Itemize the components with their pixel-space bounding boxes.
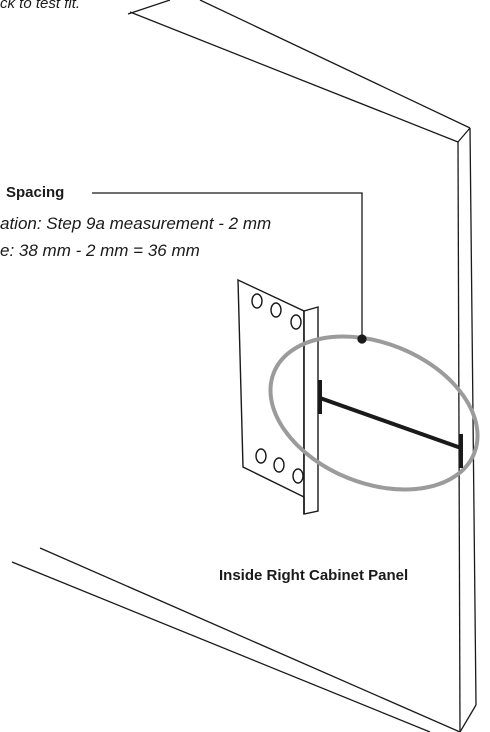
panel-corner xyxy=(457,127,471,143)
bracket-hole xyxy=(273,457,285,473)
l-bracket xyxy=(237,278,319,515)
callout-line-2: e: 38 mm - 2 mm = 36 mm xyxy=(0,241,200,260)
highlight-circle xyxy=(268,334,480,492)
bracket-hole xyxy=(270,302,282,318)
top-note-leader-line xyxy=(127,0,171,15)
callout-line-1: ation: Step 9a measurement - 2 mm xyxy=(0,214,272,233)
panel-bottom-edge-outer xyxy=(39,547,461,732)
bracket-hole xyxy=(292,468,304,484)
callout-leader xyxy=(92,0,367,344)
callout-leader-line xyxy=(92,192,363,338)
top-note: ck to test fit. xyxy=(0,0,81,12)
panel-label: Inside Right Cabinet Panel xyxy=(219,567,409,584)
bracket-hole xyxy=(251,293,263,309)
callout-leader-dot xyxy=(357,334,367,344)
spacing-line xyxy=(319,396,462,450)
bracket-hole xyxy=(290,314,302,330)
spacing-dimension xyxy=(318,380,463,468)
panel-top-edge-outer xyxy=(199,0,471,129)
panel-bottom-corner xyxy=(459,704,477,732)
panel-top-edge-inner xyxy=(129,11,459,143)
callout-heading: Spacing xyxy=(6,184,65,201)
panel-bottom-edge-inner xyxy=(11,561,431,732)
bracket-hole xyxy=(255,448,267,464)
